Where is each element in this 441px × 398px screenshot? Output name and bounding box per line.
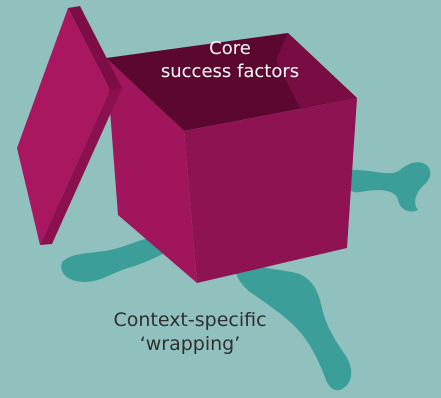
lid-side <box>40 88 122 245</box>
lid-face <box>17 8 110 245</box>
box-inner-wall <box>276 33 357 108</box>
context-label-line1: Context-specific <box>113 309 267 331</box>
box-label: Core success factors <box>140 38 320 83</box>
box-right-face <box>184 98 357 283</box>
context-label-line2: ‘wrapping’ <box>139 332 241 355</box>
box-label-line1: Core <box>209 38 251 59</box>
lid-edge <box>68 6 122 90</box>
box-front-face <box>106 58 197 283</box>
box-label-line2: success factors <box>160 60 300 82</box>
wrapping-ribbon-bottom <box>232 250 352 391</box>
context-label: Context-specific ‘wrapping’ <box>90 309 290 357</box>
wrapping-ribbon-right <box>345 162 431 212</box>
